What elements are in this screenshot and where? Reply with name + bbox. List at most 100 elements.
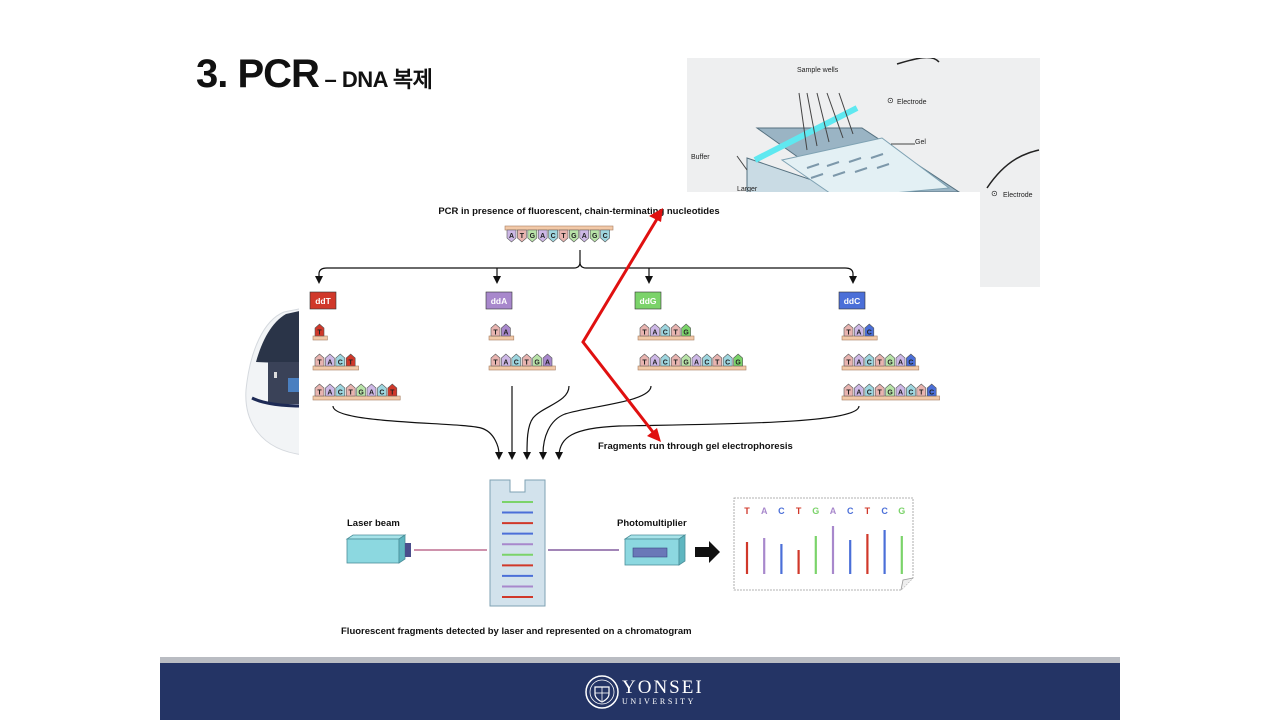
nucleotide-block bbox=[506, 229, 517, 243]
dd-label-box bbox=[309, 291, 337, 310]
nucleotide-block bbox=[895, 353, 906, 367]
sugar-backbone bbox=[312, 395, 401, 401]
nucleotide-block bbox=[532, 353, 542, 367]
nucleotide-block bbox=[702, 353, 712, 367]
sugar-backbone bbox=[637, 365, 747, 371]
nucleotide-block bbox=[501, 323, 511, 337]
nucleotide-letter: T bbox=[846, 360, 851, 367]
diagram-header: PCR in presence of fluorescent, chain-te… bbox=[438, 206, 719, 217]
laser-beam-label: Laser beam bbox=[347, 518, 400, 529]
dd-label-text: ddA bbox=[491, 296, 508, 306]
nucleotide-block bbox=[490, 353, 501, 367]
nucleotide-block bbox=[335, 353, 346, 367]
nucleotide-block bbox=[517, 229, 527, 243]
nucleotide-block bbox=[854, 383, 864, 397]
chromatogram-letter: T bbox=[744, 506, 750, 516]
footer-bar: YONSEI UNIVERSITY bbox=[160, 663, 1120, 720]
gel-electrophoresis-label: Fragments run through gel electrophoresi… bbox=[598, 441, 793, 452]
nucleotide-block bbox=[660, 323, 671, 337]
converge-arrows bbox=[332, 385, 860, 455]
nucleotide-letter: A bbox=[545, 360, 550, 367]
nucleotide-letter: C bbox=[704, 360, 709, 367]
nucleotide-block bbox=[345, 353, 356, 367]
nucleotide-block bbox=[926, 383, 937, 397]
nucleotide-block bbox=[542, 353, 553, 367]
chromatogram-letter: A bbox=[761, 506, 768, 516]
nucleotide-block bbox=[874, 383, 885, 397]
nucleotide-letter: T bbox=[642, 330, 647, 337]
sanger-sequencing-diagram: PCR in presence of fluorescent, chain-te… bbox=[299, 192, 980, 644]
nucleotide-block bbox=[864, 323, 875, 337]
nucleotide-block bbox=[854, 323, 864, 337]
electrode-symbol-top: ⊙ bbox=[887, 96, 894, 105]
nucleotide-letter: A bbox=[898, 360, 903, 367]
output-arrow bbox=[695, 541, 720, 563]
dd-label-box bbox=[485, 291, 513, 310]
sugar-backbone bbox=[504, 225, 614, 231]
dd-label-box bbox=[634, 291, 662, 310]
nucleotide-letter: A bbox=[540, 233, 545, 240]
nucleotide-block bbox=[314, 323, 325, 337]
fragment-ddT-1: T bbox=[312, 323, 328, 341]
nucleotide-block bbox=[325, 383, 335, 397]
nucleotide-block bbox=[660, 353, 671, 367]
dd-label-box bbox=[838, 291, 866, 310]
university-wordmark: YONSEI UNIVERSITY bbox=[622, 678, 704, 706]
nucleotide-letter: T bbox=[317, 360, 322, 367]
nucleotide-letter: G bbox=[534, 360, 540, 367]
nucleotide-block bbox=[712, 353, 723, 367]
nucleotide-letter: C bbox=[379, 390, 384, 397]
nucleotide-letter: C bbox=[867, 390, 872, 397]
nucleotide-letter: G bbox=[530, 233, 536, 240]
nucleotide-block bbox=[600, 229, 610, 243]
nucleotide-letter: T bbox=[349, 390, 354, 397]
nucleotide-block bbox=[335, 383, 346, 397]
nucleotide-letter: T bbox=[846, 330, 851, 337]
nucleotide-letter: T bbox=[493, 360, 498, 367]
slide-title: 3. PCR – DNA 복제 bbox=[196, 52, 433, 97]
nucleotide-letter: T bbox=[674, 360, 679, 367]
chromatogram-letter: G bbox=[812, 506, 819, 516]
sugar-backbone bbox=[637, 335, 695, 341]
dd-label-text: ddG bbox=[640, 296, 657, 306]
label-gel: Gel bbox=[915, 139, 926, 146]
dd-label-text: ddT bbox=[315, 296, 331, 306]
nucleotide-letter: T bbox=[317, 390, 322, 397]
nucleotide-letter: G bbox=[683, 330, 689, 337]
nucleotide-block bbox=[864, 353, 875, 367]
nucleotide-letter: A bbox=[327, 360, 332, 367]
nucleotide-block bbox=[325, 353, 335, 367]
nucleotide-letter: C bbox=[908, 390, 913, 397]
nucleotide-block bbox=[733, 353, 743, 367]
slide-title-main: 3. PCR bbox=[196, 52, 320, 96]
nucleotide-letter: T bbox=[642, 360, 647, 367]
nucleotide-letter: C bbox=[867, 330, 872, 337]
nucleotide-block bbox=[670, 353, 681, 367]
diagram-footer-caption: Fluorescent fragments detected by laser … bbox=[341, 626, 692, 637]
nucleotide-block bbox=[589, 229, 600, 243]
nucleotide-letter: C bbox=[514, 360, 519, 367]
dd-label-text: ddC bbox=[844, 296, 861, 306]
sugar-backbone bbox=[841, 365, 920, 371]
yonsei-emblem-icon bbox=[585, 675, 619, 709]
nucleotide-letter: A bbox=[898, 390, 903, 397]
nucleotide-block bbox=[345, 383, 356, 397]
nucleotide-block bbox=[691, 353, 702, 367]
nucleotide-letter: G bbox=[571, 233, 577, 240]
nucleotide-block bbox=[537, 229, 548, 243]
university-subtext: UNIVERSITY bbox=[622, 697, 696, 706]
photomultiplier-device bbox=[623, 534, 687, 566]
nucleotide-block bbox=[885, 353, 895, 367]
nucleotide-letter: T bbox=[520, 233, 525, 240]
chromatogram-letter: C bbox=[881, 506, 888, 516]
